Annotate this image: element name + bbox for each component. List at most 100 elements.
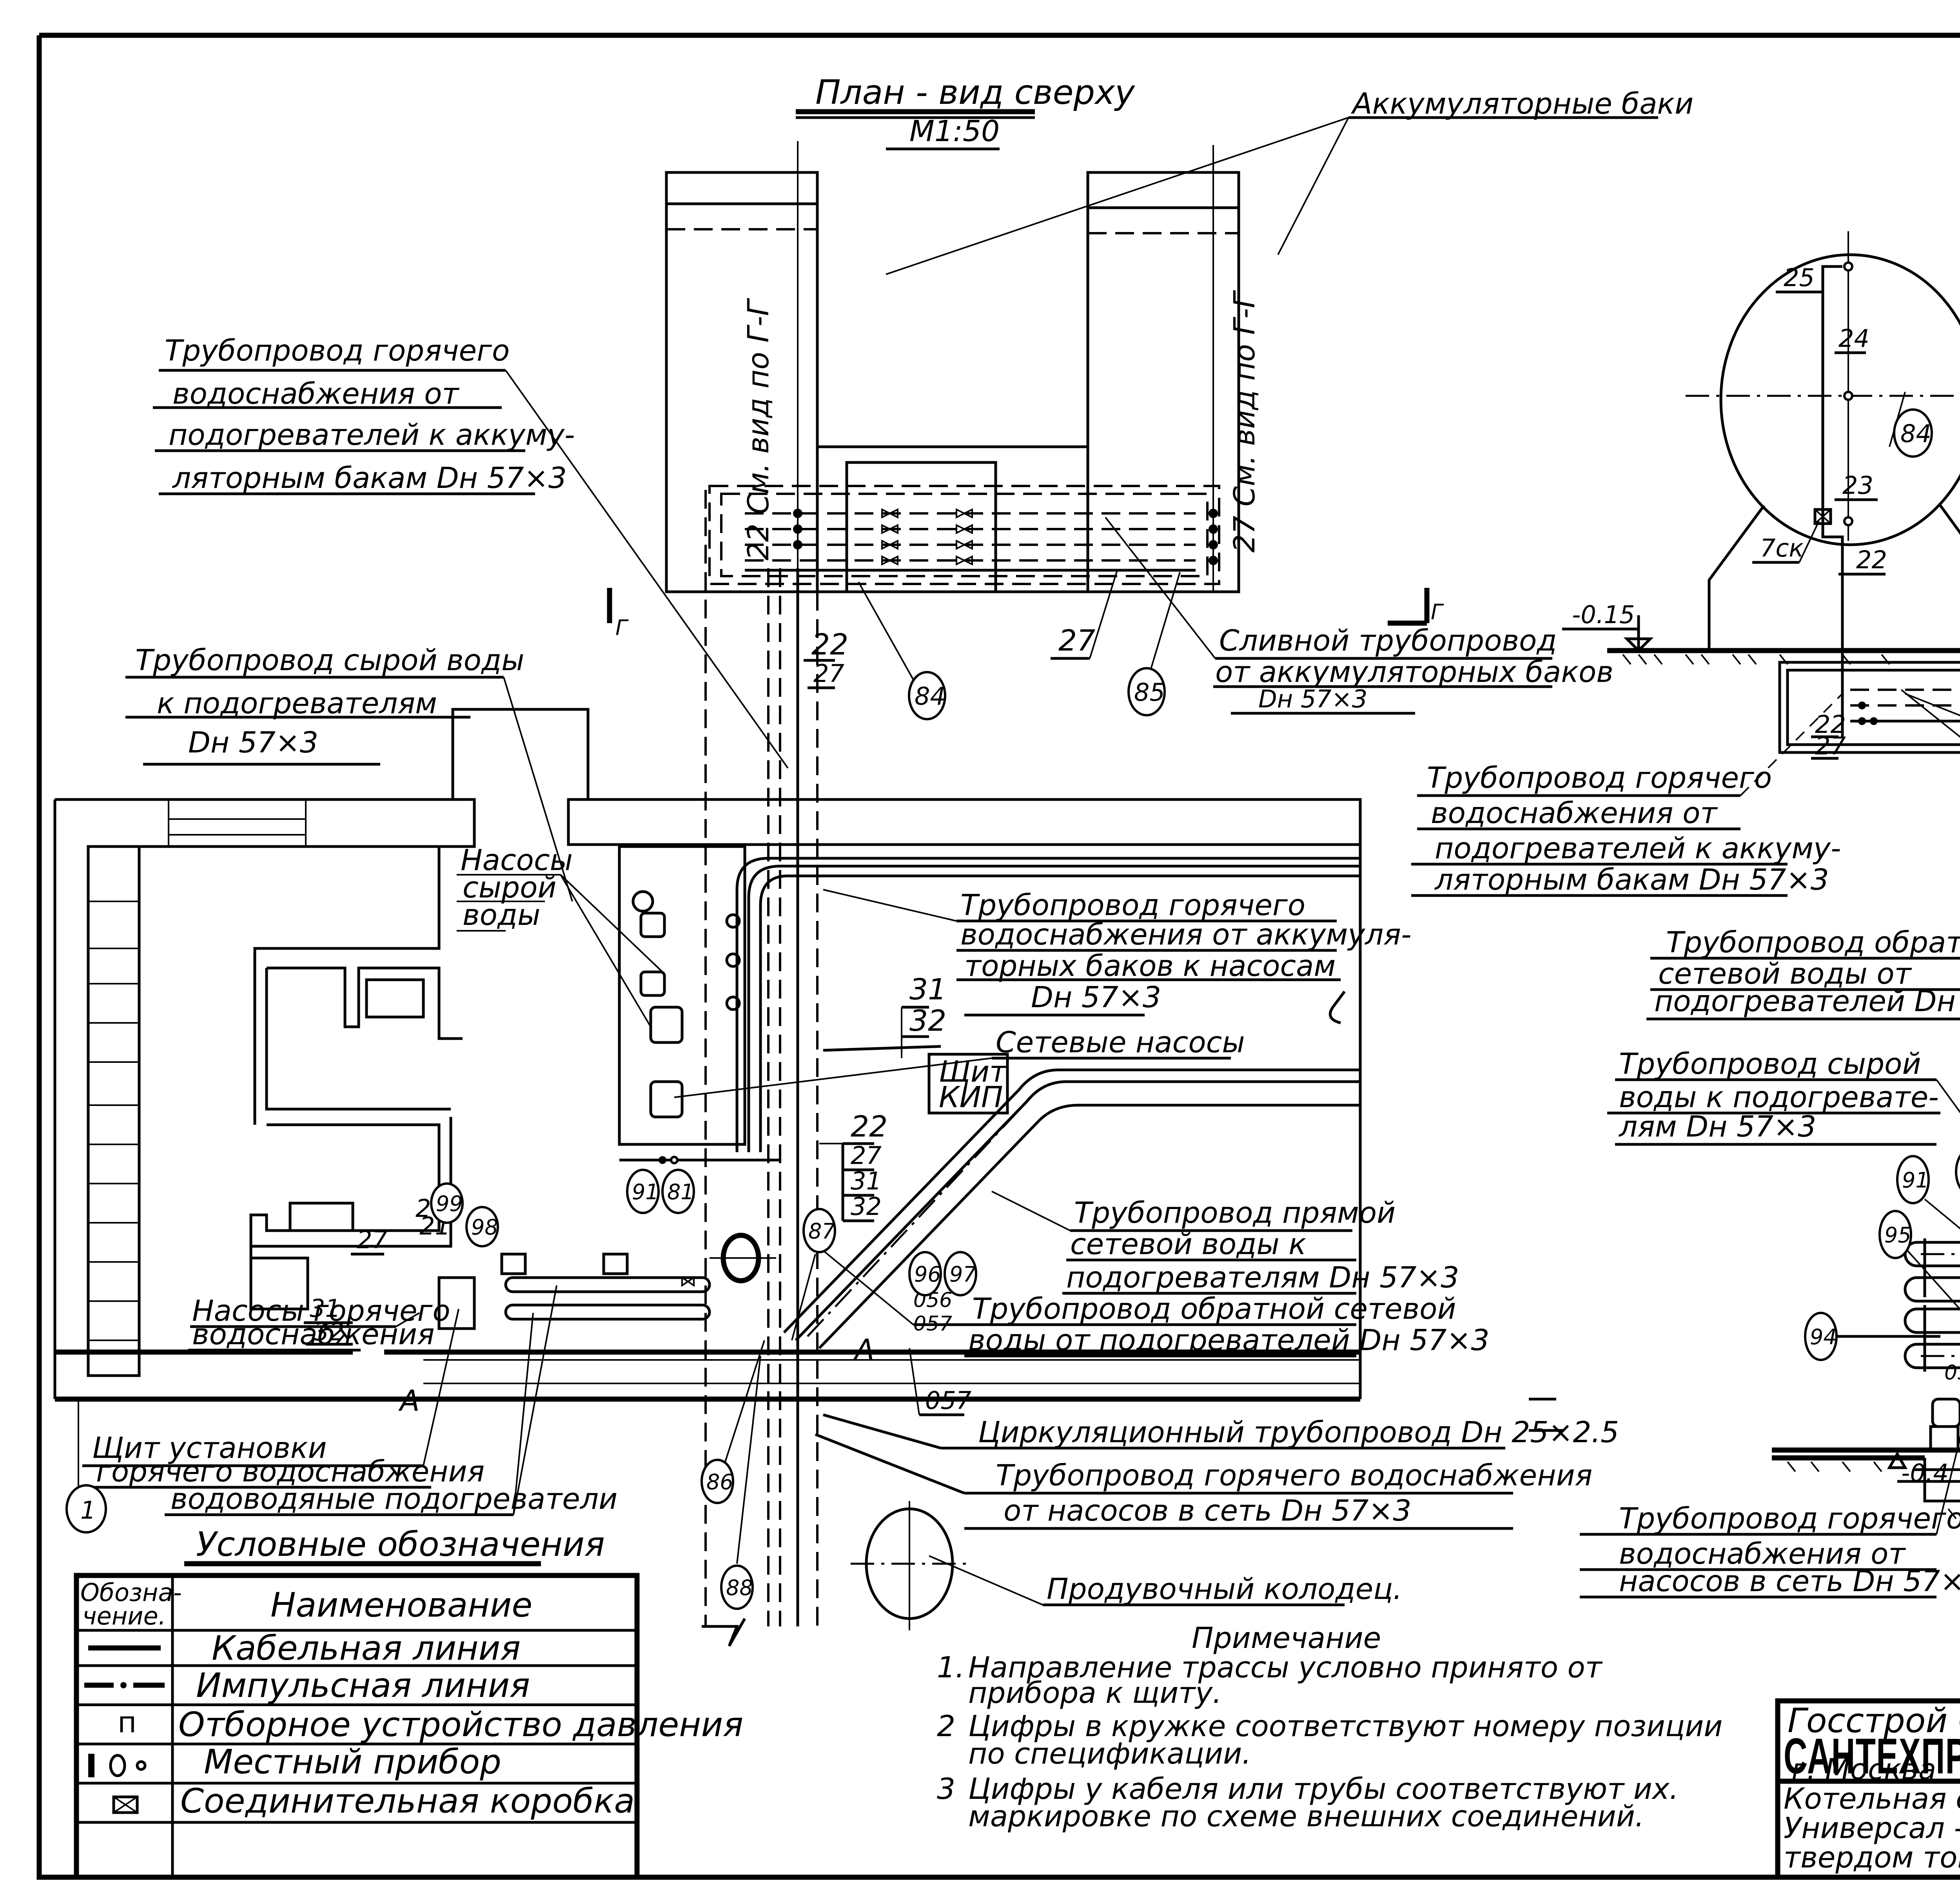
- note-2-line-2: по спецификации.: [968, 1737, 1251, 1771]
- note-1-line-2: прибора к щиту.: [968, 1676, 1222, 1710]
- boiler-room-plan: Насосы сырой воды Трубопровод горячего в…: [53, 708, 1619, 1647]
- svg-text:98: 98: [471, 1215, 498, 1240]
- kip-panel-label-2: КИП: [939, 1080, 1003, 1114]
- position-99: 99: [430, 1182, 464, 1224]
- return-label-1: Трубопровод обратной сетевой: [972, 1292, 1456, 1326]
- kip-panel-label-1: Щит: [939, 1055, 1007, 1089]
- plan-scale: М1:50: [909, 114, 1000, 148]
- legend-row-junction-box: Соединительная коробка: [112, 1782, 635, 1821]
- svg-text:22: 22: [1856, 546, 1887, 574]
- blowdown-well-label: Продувочный колодец.: [1047, 1572, 1402, 1606]
- notes-title: Примечание: [1192, 1621, 1381, 1655]
- position-88-plan: 88: [720, 1356, 761, 1610]
- legend-row-cable: Кабельная линия: [88, 1629, 521, 1668]
- object-line-2: Универсал - 6м" на: [1784, 1811, 1960, 1845]
- note-1-number: 1.: [937, 1651, 965, 1684]
- position-84: 84: [858, 582, 946, 720]
- gg-hw-tanks-2: водоснабжения от: [1431, 796, 1718, 830]
- aa-position-91: 91: [1896, 1155, 1960, 1230]
- supply-label-3: подогревателям Dн 57×3: [1066, 1261, 1459, 1294]
- hw-label-3: подогревателей к аккуму-: [169, 418, 575, 452]
- object-line-1: Котельная с 4 котлами: [1784, 1782, 1960, 1816]
- org-line-1: Госстрой СССР: [1788, 1701, 1960, 1740]
- svg-text:Местный прибор: Местный прибор: [204, 1742, 501, 1782]
- gg-mark-27: 27: [1815, 732, 1846, 760]
- mark-31-left: 31: [310, 1294, 341, 1323]
- raw-pumps-label-3: воды: [463, 898, 540, 932]
- section-mark-left: Г: [615, 615, 629, 640]
- hw-panel-label-1: Щит установки: [92, 1431, 327, 1465]
- aa-position-95: 95: [1878, 1210, 1960, 1311]
- position-97: 97: [944, 1251, 977, 1296]
- section-a-left: А: [398, 1384, 420, 1418]
- org-name: САНТЕХПРОЕКТ: [1784, 1728, 1960, 1784]
- cable-stack-marks: 22 27 31 32: [819, 1110, 887, 1222]
- position-87: 87: [791, 1208, 836, 1341]
- raw-label-2: к подогревателям: [157, 687, 437, 720]
- position-96: 96: [908, 1251, 942, 1296]
- note-1-line-1: Направление трассы условно принято от: [968, 1651, 1603, 1684]
- level-015: -0.15: [1572, 600, 1635, 629]
- hw-from-tanks-4: Dн 57×3: [1031, 981, 1161, 1014]
- svg-text:81: 81: [667, 1180, 694, 1204]
- position-81: 81: [661, 1169, 695, 1214]
- hw-panel-label-2: горячего водоснабжения: [96, 1455, 485, 1488]
- org-city: г. Москва: [1791, 1753, 1936, 1786]
- aa-position-81: 81: [1955, 1154, 1960, 1190]
- hw-label-2: водоснабжения от: [172, 377, 459, 411]
- svg-text:Отборное устройство давления: Отборное устройство давления: [178, 1705, 743, 1744]
- svg-text:96: 96: [914, 1262, 941, 1287]
- svg-text:86: 86: [706, 1470, 733, 1494]
- position-1: 1: [65, 1399, 107, 1534]
- drain-label-3: Dн 57×3: [1258, 685, 1367, 713]
- svg-text:91: 91: [632, 1180, 659, 1204]
- legend-row-instrument: Местный прибор: [88, 1742, 501, 1782]
- position-85: 85: [1127, 572, 1181, 716]
- svg-text:Импульсная линия: Импульсная линия: [196, 1666, 530, 1705]
- view-label-left: 22 См. вид по Г-Г: [742, 297, 775, 560]
- mark-27b: 27: [813, 659, 844, 688]
- hw-to-net-1: Трубопровод горячего водоснабжения: [996, 1459, 1592, 1492]
- svg-text:84: 84: [915, 682, 946, 711]
- valve-group-left: [881, 508, 973, 566]
- boiler-room-positions: 1 91 81 87 96 97 99 98: [65, 1169, 977, 1610]
- note-2-number: 2: [937, 1709, 955, 1743]
- svg-text:85: 85: [1134, 678, 1165, 707]
- supply-label-1: Трубопровод прямой: [1074, 1196, 1396, 1230]
- svg-text:94: 94: [1810, 1325, 1837, 1349]
- aa-position-94: 94: [1804, 1312, 1940, 1361]
- svg-text:23: 23: [1842, 471, 1873, 500]
- network-pumps-label: Сетевые насосы: [996, 1026, 1245, 1059]
- aa-return-1: Трубопровод обратной: [1666, 926, 1960, 959]
- legend-row-impulse: Импульсная линия: [84, 1666, 530, 1705]
- legend-col-name: Наименование: [270, 1586, 532, 1625]
- svg-text:1: 1: [80, 1496, 96, 1525]
- svg-text:88: 88: [726, 1575, 753, 1600]
- legend-col-symbol-1: Обозна-: [80, 1578, 182, 1607]
- ground-hatch: [1622, 654, 1890, 665]
- aa-raw-2: воды к подогревате-: [1619, 1080, 1939, 1114]
- view-label-right: 27 См. вид по Г-Г: [1228, 290, 1261, 553]
- mark-057b: 057: [925, 1386, 971, 1415]
- svg-text:99: 99: [436, 1191, 463, 1216]
- gg-marks: 25 24 23 22 30 29 28 29: [1776, 263, 1887, 576]
- heaters-label: водоводяные подогреватели: [171, 1482, 617, 1516]
- position-91: 91: [626, 1169, 660, 1214]
- plan-title: План - вид сверху: [815, 73, 1135, 112]
- gg-mark-22: 22: [1815, 710, 1846, 739]
- gg-hw-tanks-3: подогревателей к аккуму-: [1435, 832, 1841, 865]
- note-2-line-1: Цифры в кружке соответствуют номеру пози…: [968, 1709, 1722, 1743]
- mark-32-left: 32: [314, 1318, 345, 1346]
- svg-text:95: 95: [1884, 1223, 1911, 1247]
- drain-label-1: Сливной трубопровод: [1219, 624, 1557, 658]
- box-7sk: 7ск: [1760, 534, 1804, 562]
- section-a-right: А: [853, 1333, 875, 1367]
- raw-pumps-label-1: Насосы: [461, 843, 573, 877]
- hw-label-4: ляторным бакам Dн 57×3: [172, 461, 567, 495]
- svg-text:24: 24: [1838, 324, 1869, 353]
- title-block: Госстрой СССР САНТЕХПРОЕКТ г. Москва 197…: [1775, 1698, 1960, 1880]
- supply-label-2: сетевой воды к: [1070, 1227, 1306, 1261]
- svg-text:27: 27: [851, 1141, 882, 1170]
- section-aa: А-А М1:50 Трубопровод обратной сетевой в…: [1529, 926, 1960, 1599]
